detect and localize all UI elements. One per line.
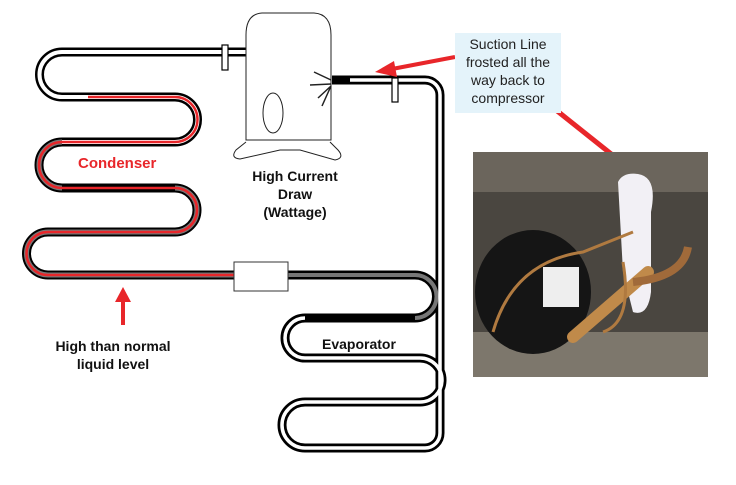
suction-line-callout: Suction Line frosted all the way back to… <box>455 33 561 113</box>
evaporator-label: Evaporator <box>322 336 396 352</box>
liquid-level-label: High than normal liquid level <box>55 338 171 372</box>
condenser-label: Condenser <box>78 155 157 172</box>
condenser-coil <box>22 47 248 280</box>
tube-clamps <box>221 44 399 103</box>
evaporator-coil <box>277 75 447 453</box>
frosted-compressor-photo <box>473 152 708 377</box>
liquid-level-overlay <box>25 95 237 277</box>
filter-drier <box>233 261 289 292</box>
compressor <box>233 12 342 161</box>
compressor-label: High Current Draw (Wattage) <box>252 168 338 220</box>
